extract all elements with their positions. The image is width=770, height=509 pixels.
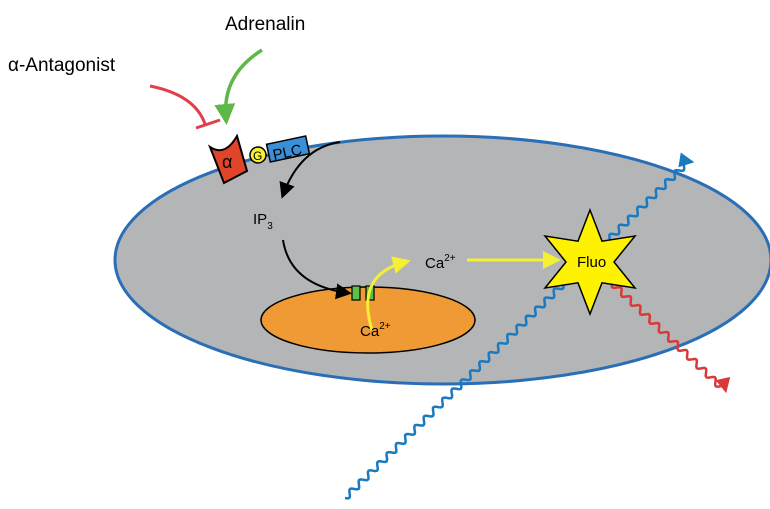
antagonist-label: α-Antagonist xyxy=(8,55,116,76)
adrenalin-label: Adrenalin xyxy=(225,14,305,35)
ca-channel-left xyxy=(351,285,361,301)
adrenalin-arrow xyxy=(214,48,263,125)
fluo-star xyxy=(543,207,637,317)
ca-release-arrow xyxy=(366,256,411,331)
fluo-label: Fluo xyxy=(577,254,606,271)
ca-cytosol-text: Ca xyxy=(425,255,445,272)
excitation-light-wave xyxy=(344,152,695,500)
g-label: G xyxy=(253,149,262,163)
plc-label: PLC xyxy=(271,141,303,164)
antagonist-inhibition-arrow xyxy=(149,84,207,125)
ca-cytosol-label: Ca2+ xyxy=(425,253,456,272)
ca-nucleus-superscript: 2+ xyxy=(379,321,391,332)
plc-to-ip3-arrow xyxy=(279,141,341,199)
inhibition-bar xyxy=(195,118,221,130)
emission-light-wave xyxy=(610,282,731,394)
ca-cytosol-superscript: 2+ xyxy=(444,253,456,264)
ca-nucleus-label: Ca2+ xyxy=(360,321,391,340)
alpha-receptor xyxy=(207,133,249,185)
plc-enzyme xyxy=(265,135,311,163)
ip3-text: IP xyxy=(253,211,267,228)
ip3-label: IP3 xyxy=(253,211,273,232)
alpha-label: α xyxy=(222,152,232,172)
ca-nucleus-text: Ca xyxy=(360,323,380,340)
ip3-subscript: 3 xyxy=(267,221,273,232)
ip3-to-channel-arrow xyxy=(282,239,352,300)
g-protein xyxy=(249,146,267,164)
